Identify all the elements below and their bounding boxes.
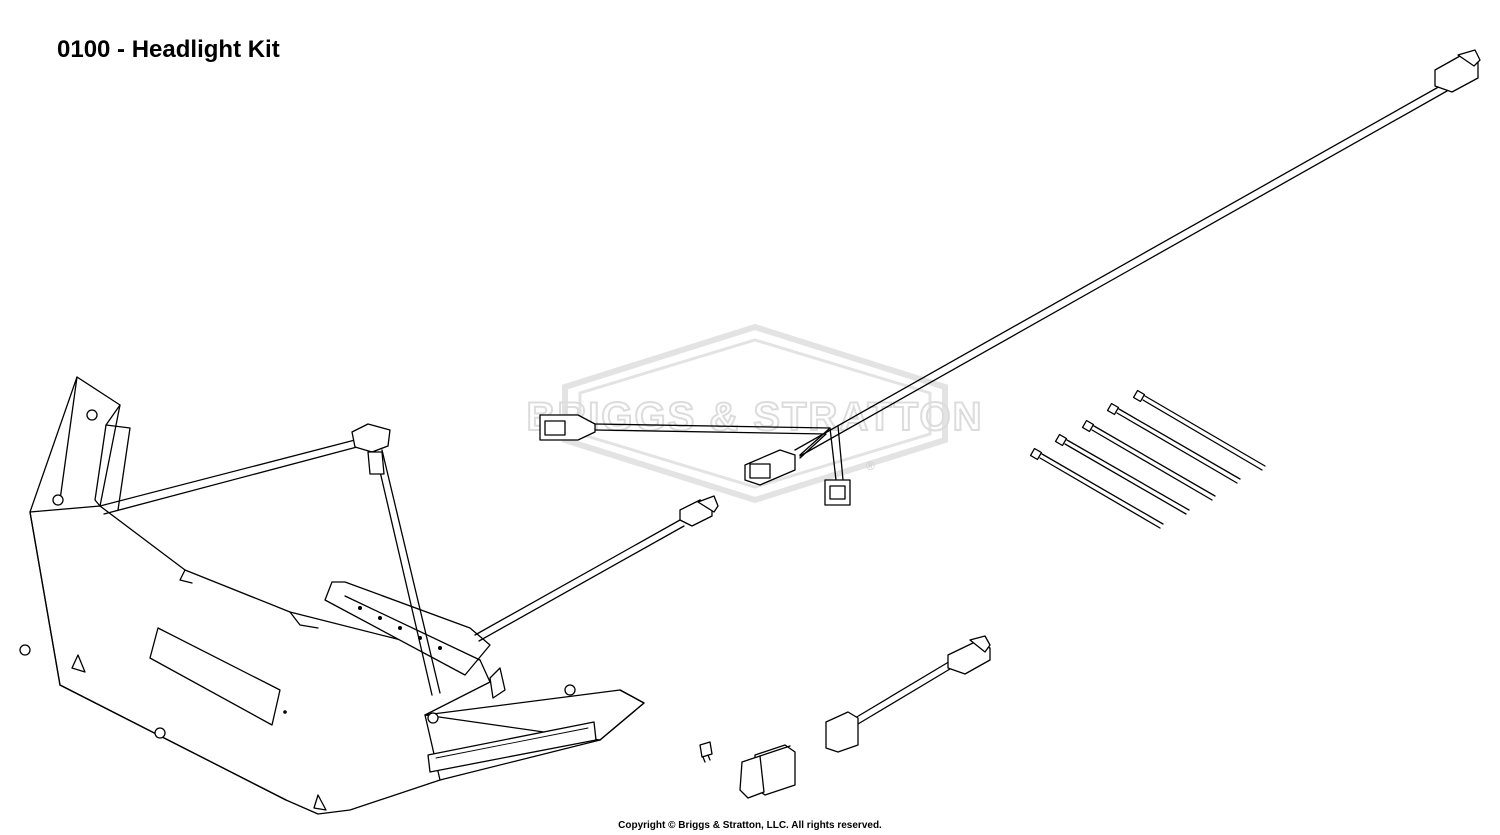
cable-ties [1029, 389, 1266, 529]
page-title: 0100 - Headlight Kit [57, 36, 280, 63]
copyright-notice: Copyright © Briggs & Stratton, LLC. All … [618, 820, 882, 831]
rocker-switch [739, 744, 796, 799]
headlight-bracket [19, 376, 645, 815]
light-bar [324, 581, 506, 699]
cable-tie-5 [1132, 389, 1266, 471]
light-bar-harness [99, 423, 719, 696]
cable-tie-2 [1054, 433, 1190, 515]
fuse [699, 741, 713, 763]
watermark-registered-mark: ® [866, 459, 875, 473]
main-wiring-harness [539, 49, 1481, 506]
cable-tie-4 [1106, 402, 1241, 484]
switch-harness [825, 635, 991, 753]
cable-tie-1 [1029, 447, 1164, 529]
cable-tie-3 [1081, 419, 1216, 501]
